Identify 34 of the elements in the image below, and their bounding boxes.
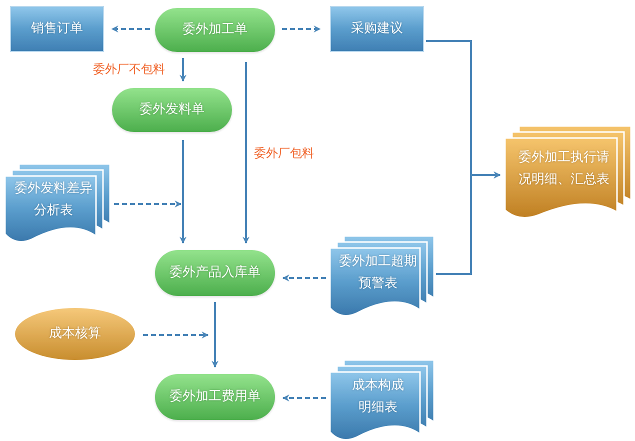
node-label: 销售订单 [31,20,83,38]
process-pill [155,8,275,52]
document-box [10,6,104,52]
dashed-arrow [114,200,182,208]
node-label: 委外加工执行请况明细、汇总表 [518,149,610,189]
edge-label: 委外厂包料 [253,145,315,162]
node-label: 委外加工费用单 [170,388,260,406]
dashed-arrow [282,274,326,282]
node-label: 成本核算 [49,325,101,343]
process-pill [112,88,232,132]
node-label: 采购建议 [351,20,403,38]
node-label: 成本构成明细表 [351,377,405,417]
report-stack [330,360,434,440]
dashed-arrow [143,332,209,338]
node-label: 委外加工超期预警表 [338,253,418,293]
arrow [436,172,501,275]
dashed-arrow [282,26,321,32]
edge-label: 委外厂不包料 [92,61,166,78]
arrow [212,302,218,368]
node-label: 委外发料单 [140,101,204,119]
report-stack [505,126,631,218]
dashed-arrow [282,394,326,402]
node-label: 委外加工单 [182,21,248,39]
report-stack [5,164,110,242]
dashed-arrow [111,26,150,32]
report-stack [330,236,434,316]
node-label: 委外发料差异分析表 [14,180,94,220]
arrow [242,62,250,244]
process-pill [155,250,275,296]
arrow [180,140,186,244]
node-label: 委外产品入库单 [170,264,260,282]
process-pill [155,374,275,420]
document-box [330,6,424,52]
arrow [180,58,186,82]
